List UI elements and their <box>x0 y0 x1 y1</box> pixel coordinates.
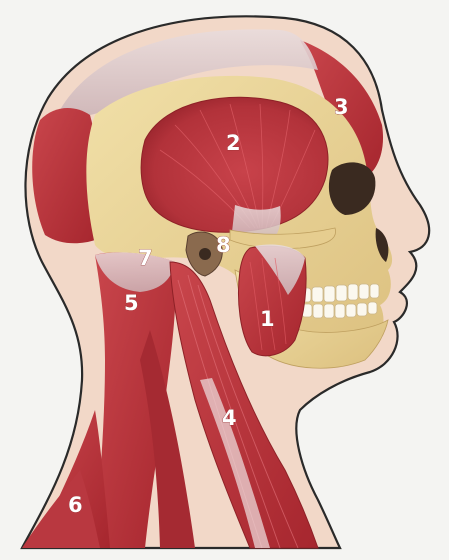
label-trapezius: 6 <box>68 493 83 517</box>
label-sternocleidomastoid: 4 <box>222 406 237 430</box>
label-occipitalis: 7 <box>138 246 153 270</box>
ear-canal <box>199 248 211 260</box>
label-masseter: 1 <box>260 307 275 331</box>
label-auricular: 8 <box>216 233 231 257</box>
label-splenius-capitis: 5 <box>124 291 139 315</box>
label-frontalis: 3 <box>334 95 349 119</box>
label-temporalis: 2 <box>226 131 241 155</box>
